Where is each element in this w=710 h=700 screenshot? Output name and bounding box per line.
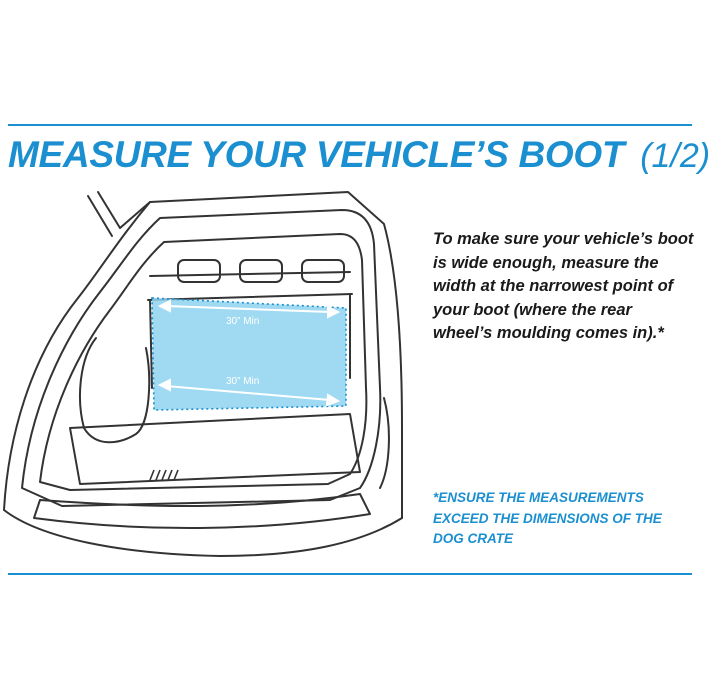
lower-measure-label: 30” Min xyxy=(226,376,259,387)
measurement-zone xyxy=(151,297,347,411)
headrest-right xyxy=(301,259,345,283)
boot-frame-outer xyxy=(21,209,382,507)
roof-edge xyxy=(119,201,151,229)
lower-body xyxy=(3,509,403,557)
car-boot-illustration: 30” Min 30” Min xyxy=(0,188,410,560)
bottom-divider xyxy=(8,573,692,575)
parcel-shelf xyxy=(149,271,351,277)
top-divider xyxy=(8,124,692,126)
boot-floor xyxy=(69,413,361,485)
headrest-left xyxy=(177,259,221,283)
headrest-middle xyxy=(239,259,283,283)
boot-latch xyxy=(149,469,179,481)
wheel-arch-moulding xyxy=(79,337,151,444)
instruction-text: To make sure your vehicle’s boot is wide… xyxy=(433,230,694,342)
step-indicator: (1/2) xyxy=(640,137,710,175)
upper-measure-label: 30” Min xyxy=(226,316,259,327)
rear-bumper xyxy=(33,493,371,530)
roof-pillar xyxy=(87,191,121,237)
boot-frame-inner xyxy=(39,233,368,491)
measurement-note: *ENSURE THE MEASUREMENTS EXCEED THE DIME… xyxy=(433,490,662,546)
car-body-outline xyxy=(3,191,403,519)
lower-measure-arrow xyxy=(157,378,341,407)
page-title: MEASURE YOUR VEHICLE’S BOOT (1/2) xyxy=(8,128,710,182)
car-boot-drawing: 30” Min 30” Min xyxy=(3,191,403,557)
tail-light xyxy=(379,397,390,489)
title-text: MEASURE YOUR VEHICLE’S BOOT xyxy=(8,134,625,175)
upper-measure-arrow xyxy=(157,299,341,319)
